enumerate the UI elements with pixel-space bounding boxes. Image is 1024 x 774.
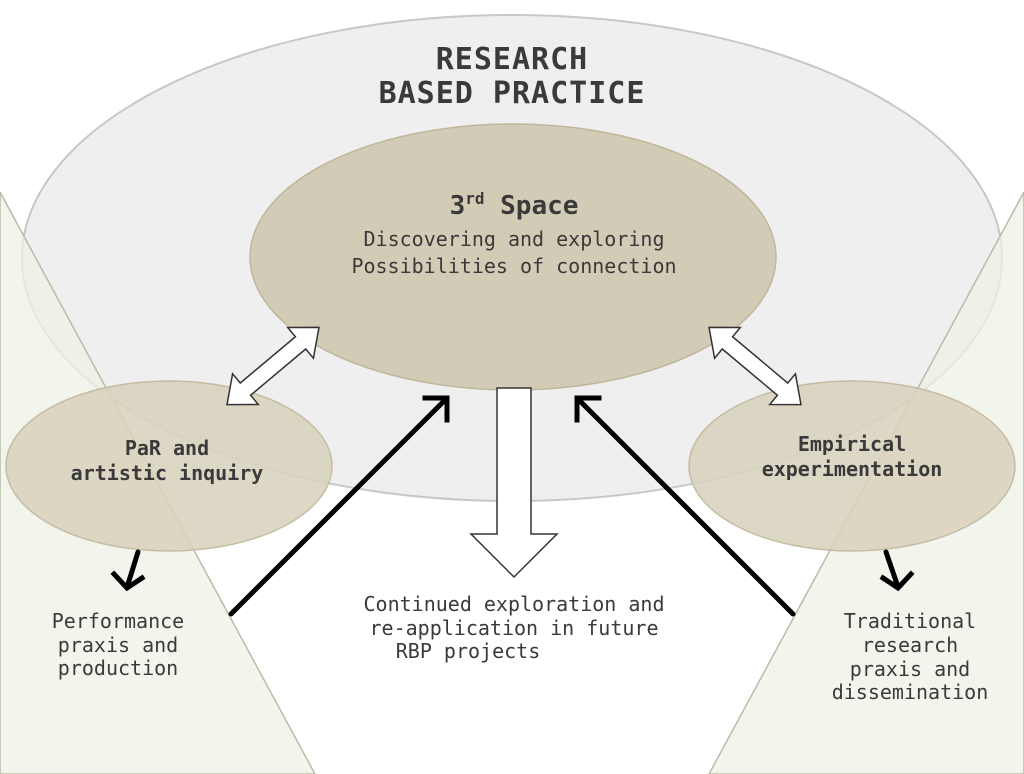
third-space-heading: 3rd Space xyxy=(450,189,579,221)
right-diagonal-arrow xyxy=(574,395,796,617)
right-down-arrow xyxy=(879,549,915,592)
third-space-heading-main: 3 xyxy=(450,191,466,221)
diagram-title-line2: BASED PRACTICE xyxy=(379,76,646,111)
left-double-arrow xyxy=(226,326,320,406)
left-outcome-line2: praxis and xyxy=(58,633,178,657)
third-space-heading-sup: rd xyxy=(465,189,484,208)
left-down-arrow xyxy=(110,549,146,592)
empirical-experimentation-ellipse xyxy=(688,380,1016,552)
center-outcome-line3: RBP projects xyxy=(396,639,541,663)
right-outcome-line1: Traditional xyxy=(844,609,976,633)
diagram-title-line1: RESEARCH xyxy=(436,42,589,77)
right-outcome-line2: research xyxy=(862,633,958,657)
par-artistic-inquiry-ellipse xyxy=(5,380,333,552)
center-down-arrow xyxy=(469,387,559,579)
right-node-line2: experimentation xyxy=(762,457,943,481)
left-outcome-line3: production xyxy=(58,656,178,680)
third-space-heading-rest: Space xyxy=(485,191,579,221)
left-outcome-line1: Performance xyxy=(52,609,184,633)
left-node-line2: artistic inquiry xyxy=(71,461,264,485)
third-space-line1: Discovering and exploring xyxy=(363,227,664,251)
center-outcome-line2: re-application in future xyxy=(370,616,659,640)
right-outcome-line3: praxis and xyxy=(850,657,970,681)
left-diagonal-arrow xyxy=(228,395,450,617)
right-outcome-line4: dissemination xyxy=(832,680,989,704)
center-outcome-line1: Continued exploration and xyxy=(363,592,664,616)
third-space-line2: Possibilities of connection xyxy=(351,254,676,278)
right-double-arrow xyxy=(708,326,802,406)
right-node-line1: Empirical xyxy=(798,432,906,456)
left-node-line1: PaR and xyxy=(125,436,209,460)
